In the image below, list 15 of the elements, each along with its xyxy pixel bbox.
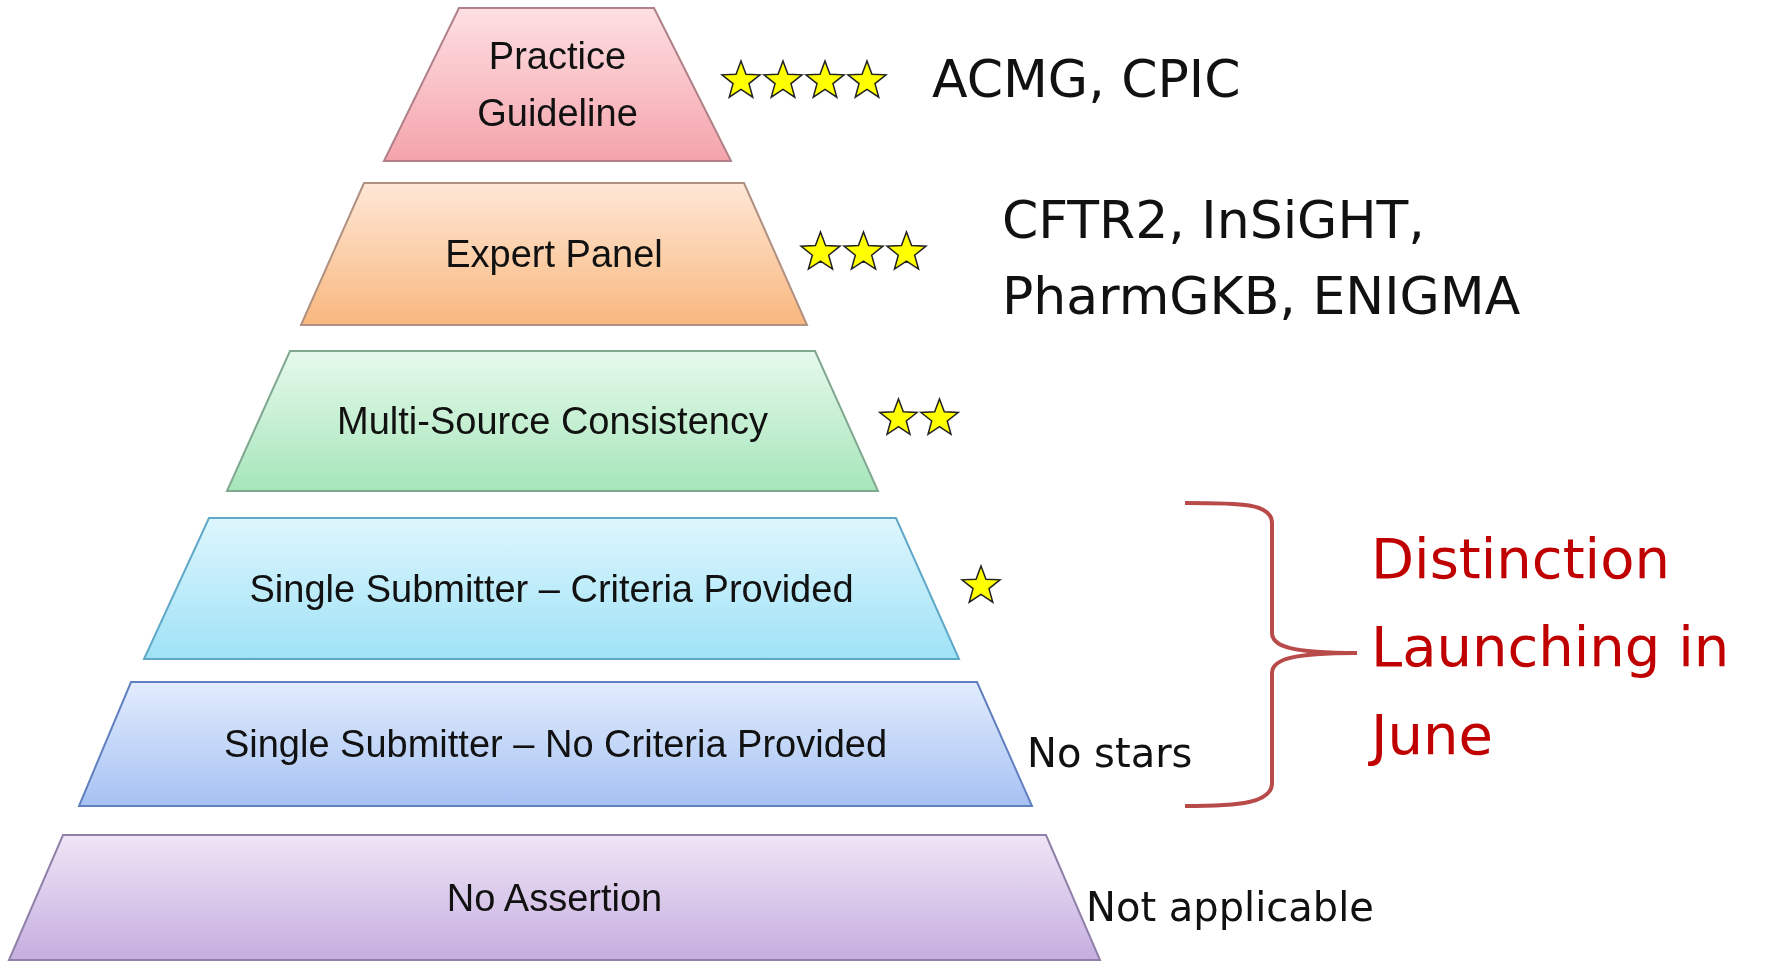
trapezoid-level — [227, 351, 878, 491]
level-text: Multi-Source Consistency — [337, 398, 768, 444]
level-text: Single Submitter – No Criteria Provided — [223, 721, 888, 767]
example-text: CFTR2, InSiGHT, PharmGKB, ENIGMA — [1002, 189, 1522, 328]
level-text: No Assertion — [446, 875, 663, 920]
example-text: No stars — [1027, 729, 1194, 778]
example-text: ACMG, CPIC — [932, 48, 1242, 111]
level-text: Single Submitter – Criteria Provided — [249, 566, 854, 612]
trapezoid-level — [301, 183, 807, 325]
example-text: Not applicable — [1086, 883, 1375, 932]
trapezoid-level — [384, 8, 731, 161]
level-text: Expert Panel — [445, 231, 663, 277]
level-text: Practice Guideline — [476, 33, 639, 136]
trapezoid-level — [144, 518, 959, 659]
trapezoid-level — [79, 682, 1032, 806]
